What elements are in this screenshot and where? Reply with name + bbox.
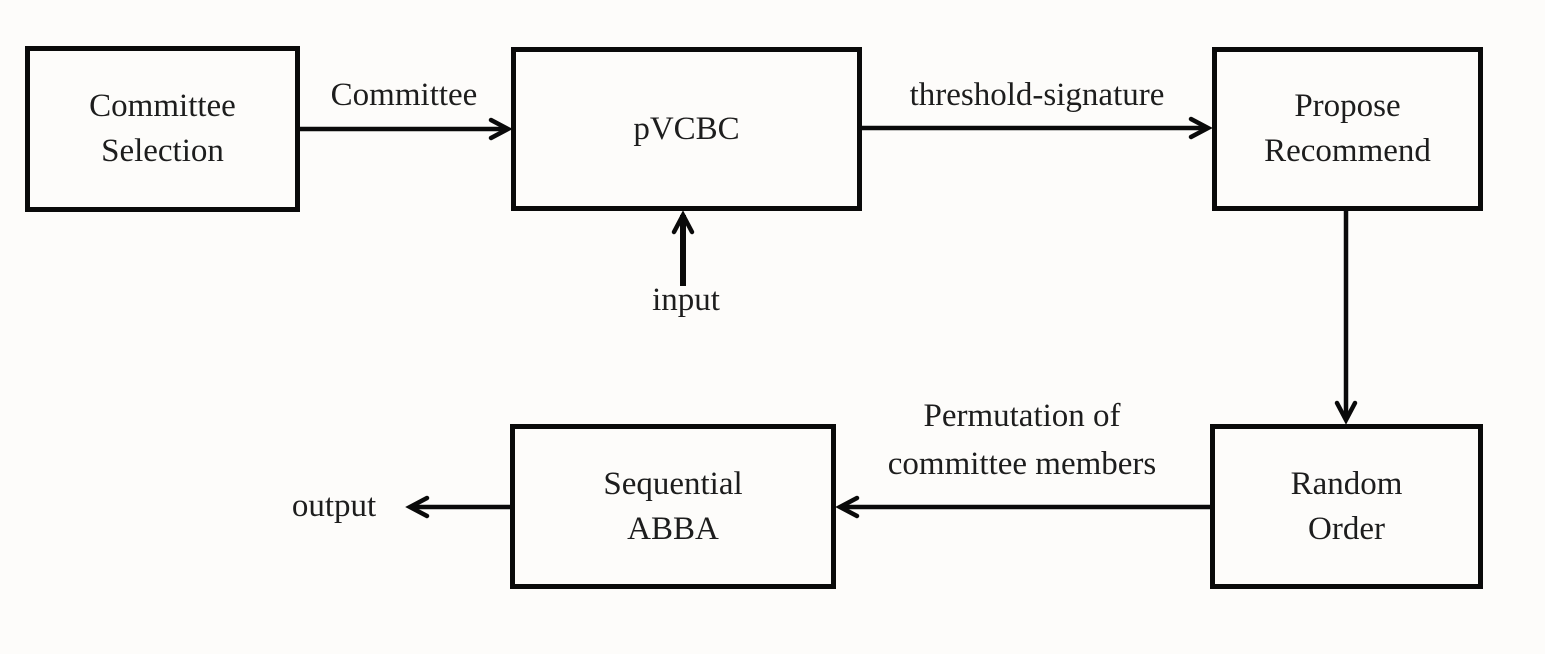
node-random-order-label: Random Order (1290, 465, 1403, 547)
node-sequential-abba: Sequential ABBA (510, 424, 836, 589)
edge-label-output: output (291, 488, 377, 525)
node-random-order: Random Order (1210, 424, 1483, 589)
edge-label-permutation: Permutation of committee members (887, 398, 1157, 482)
node-committee-selection-label: Committee Selection (89, 88, 236, 169)
node-sequential-abba-label: Sequential ABBA (603, 465, 743, 547)
edge-label-committee: Committee (330, 77, 478, 114)
node-pvcbc-label: pVCBC (633, 110, 740, 147)
edge-label-input: input (652, 282, 720, 319)
node-propose-recommend: Propose Recommend (1212, 47, 1483, 211)
node-pvcbc: pVCBC (511, 47, 862, 211)
node-propose-recommend-label: Propose Recommend (1264, 88, 1431, 169)
node-committee-selection: Committee Selection (25, 46, 300, 212)
edge-label-threshold-signature: threshold-signature (909, 77, 1165, 114)
